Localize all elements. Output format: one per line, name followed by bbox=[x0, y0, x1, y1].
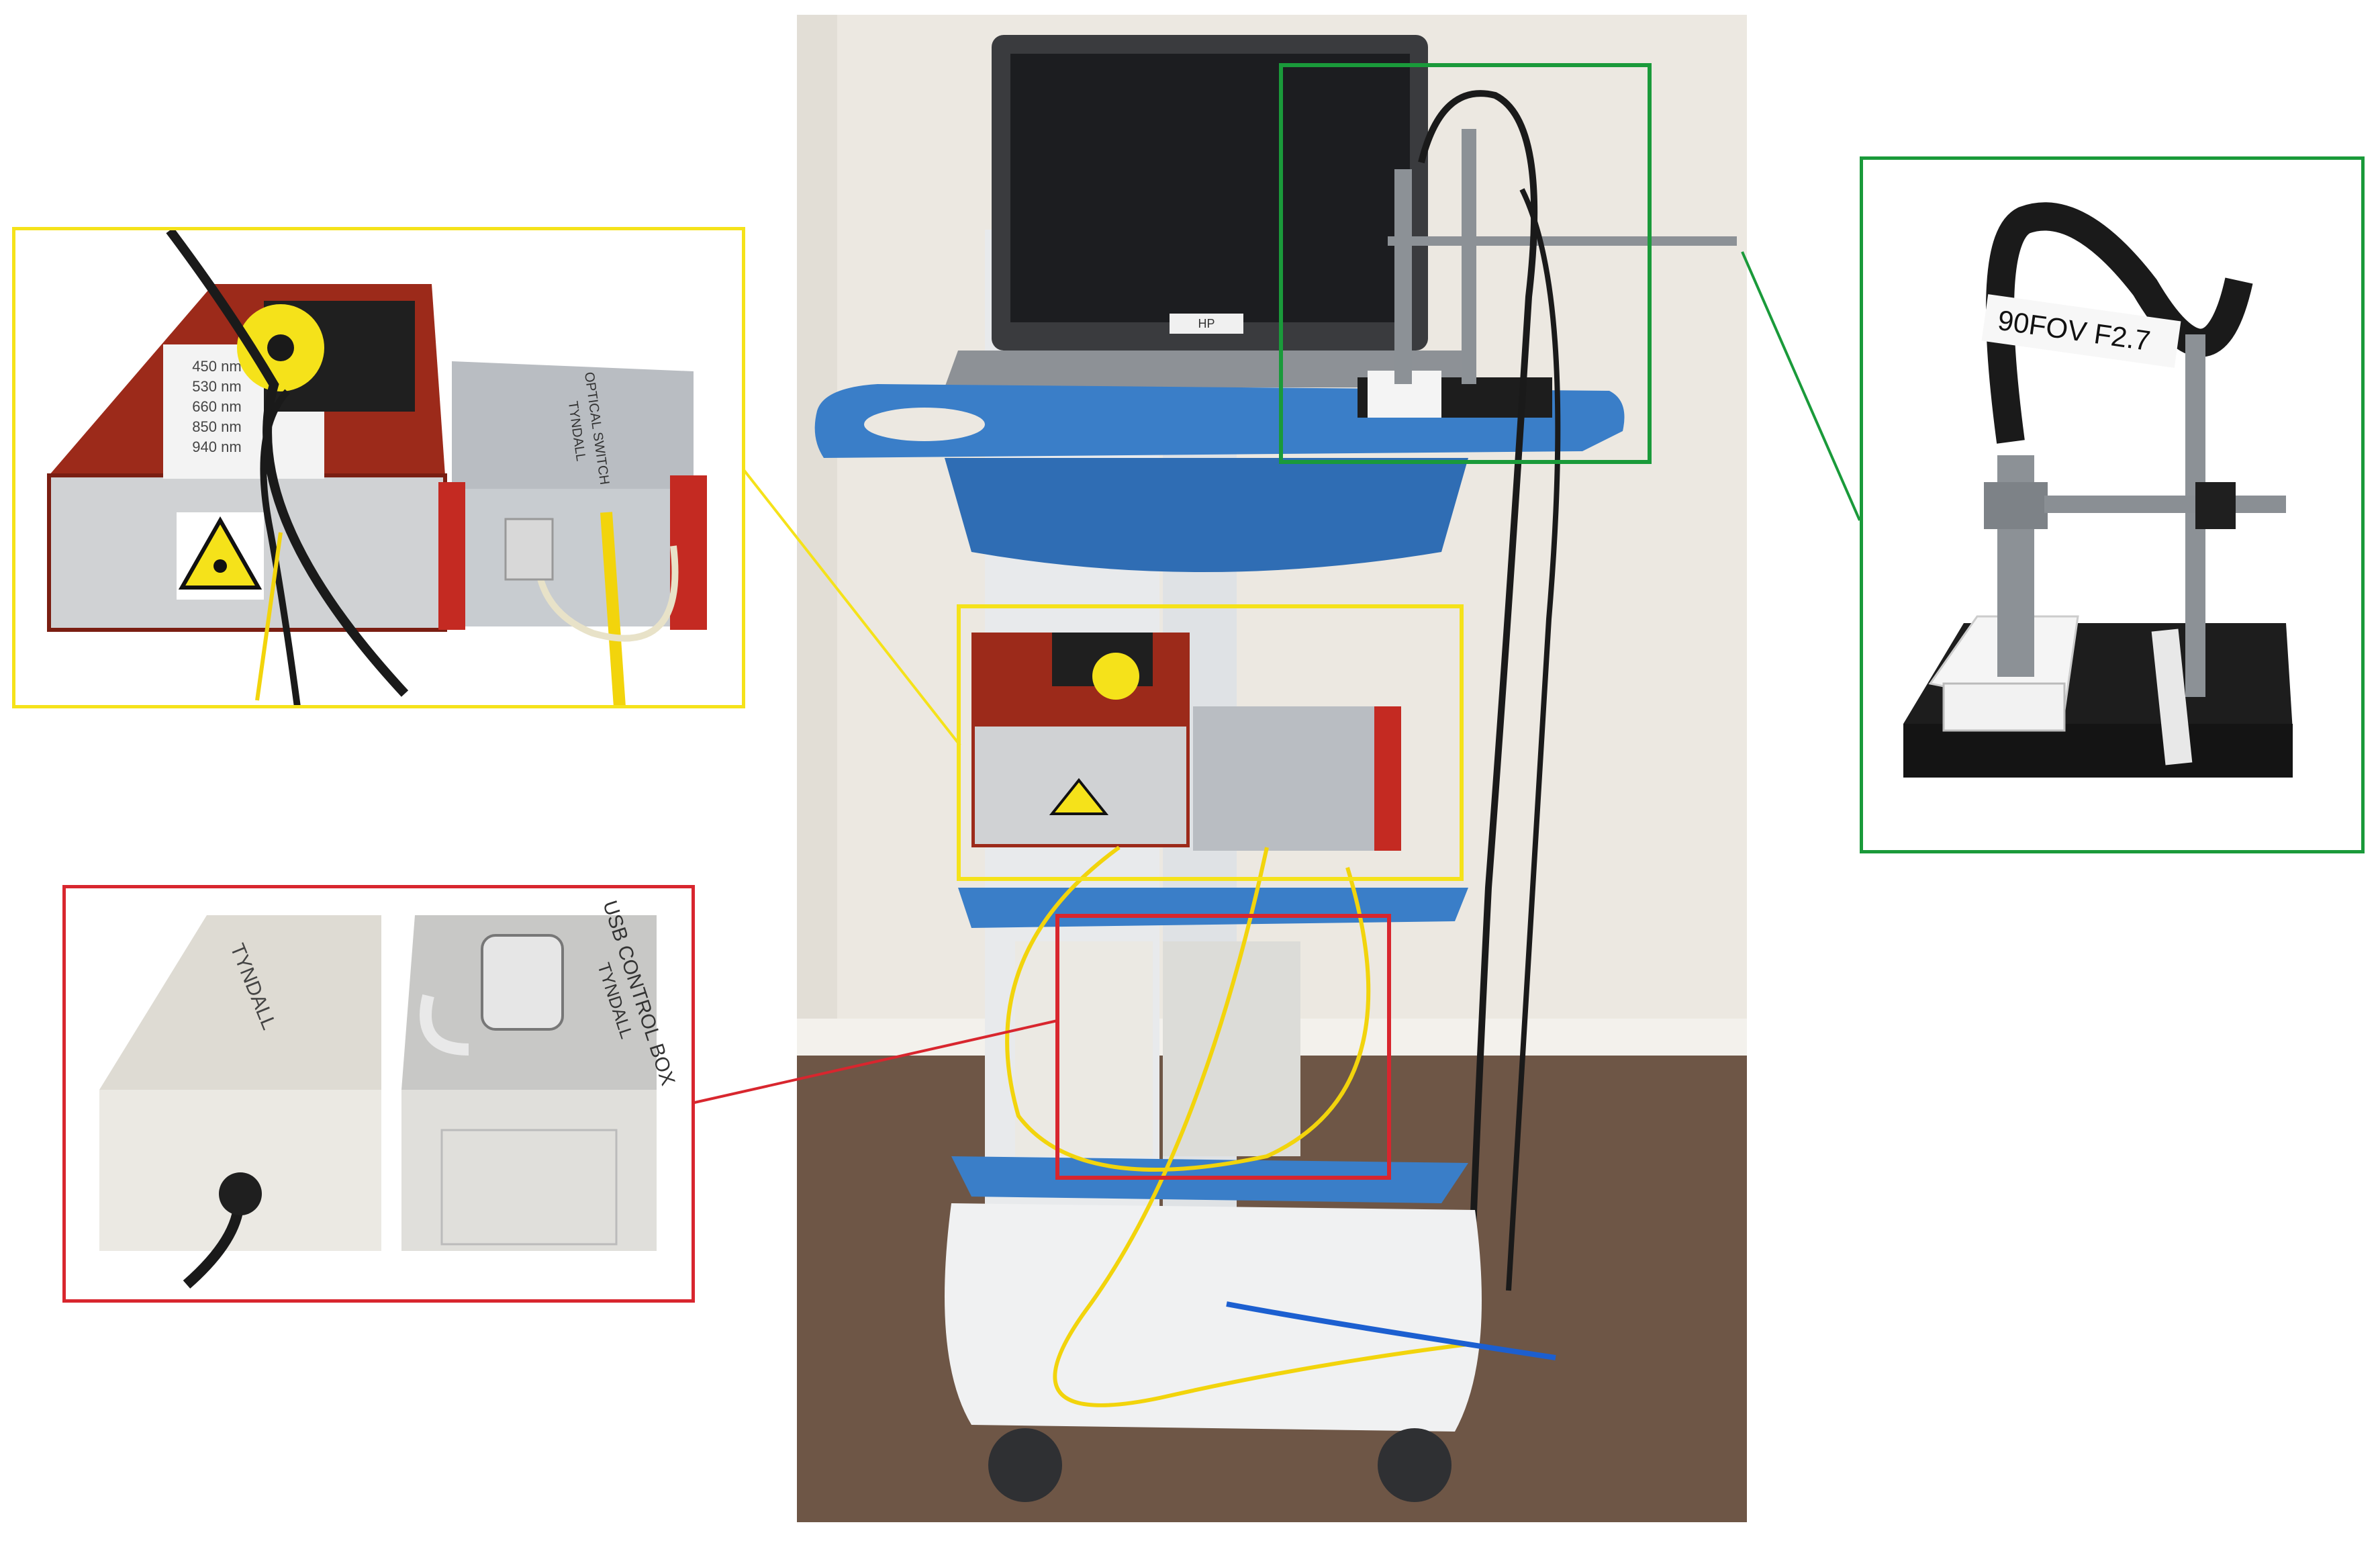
laser-switch-photo: 450 nm 530 nm 660 nm 850 nm 940 nm TYNDA… bbox=[15, 230, 742, 705]
laser-warning-icon bbox=[178, 516, 263, 590]
wavelength-1: 450 nm bbox=[192, 358, 241, 375]
highlight-box-yellow bbox=[957, 604, 1464, 881]
wavelength-label: 450 nm 530 nm 660 nm 850 nm 940 nm bbox=[192, 358, 241, 455]
laptop-badge: HP bbox=[1198, 317, 1215, 330]
wavelength-5: 940 nm bbox=[192, 438, 241, 455]
highlight-box-red bbox=[1055, 914, 1391, 1180]
callout-usb-control-box: TYNDALL TYNDALL USB CONTROL BOX bbox=[62, 885, 695, 1303]
callout-probe-stand: 90FOV F2.7 bbox=[1860, 156, 2365, 853]
usb-control-box-photo: TYNDALL TYNDALL USB CONTROL BOX bbox=[66, 888, 692, 1299]
main-photo: HP bbox=[797, 15, 1747, 1522]
cart-photo-svg: HP bbox=[797, 15, 1747, 1522]
wavelength-4: 850 nm bbox=[192, 418, 241, 435]
callout-laser-switch: 450 nm 530 nm 660 nm 850 nm 940 nm TYNDA… bbox=[12, 227, 745, 708]
probe-stand-photo: 90FOV F2.7 bbox=[1863, 160, 2361, 850]
wavelength-2: 530 nm bbox=[192, 378, 241, 395]
highlight-box-green bbox=[1279, 63, 1652, 464]
wavelength-3: 660 nm bbox=[192, 398, 241, 415]
